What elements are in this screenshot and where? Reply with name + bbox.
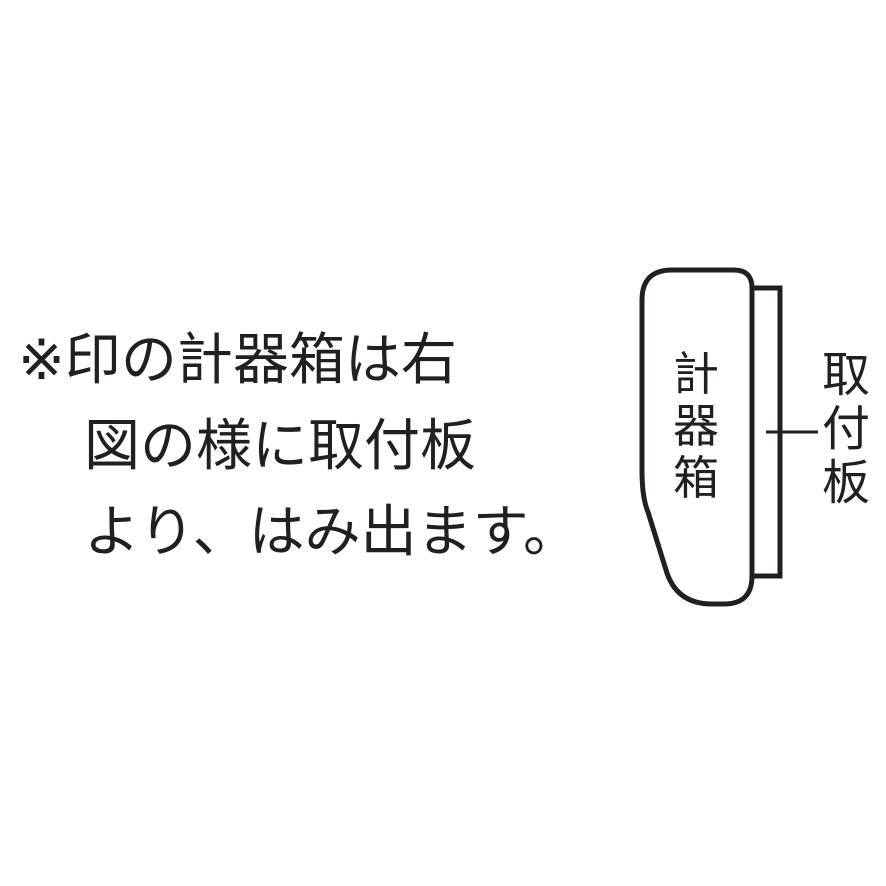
note-text: ※印の計器箱は右 図の様に取付板 より、はみ出ます。 xyxy=(18,318,618,576)
meter-box-label-char-1: 計 xyxy=(673,347,719,401)
mounting-plate-label-char-2: 付 xyxy=(821,401,870,457)
note-line-2: 図の様に取付板 xyxy=(84,414,476,479)
meter-box-label-char-3: 箱 xyxy=(673,451,719,505)
mounting-plate-label-char-3: 板 xyxy=(821,455,870,511)
note-line-1: ※印の計器箱は右 xyxy=(18,328,457,393)
meter-box-label: 計 器 箱 xyxy=(668,348,724,504)
meter-box-label-char-2: 器 xyxy=(673,399,719,453)
mounting-plate-label: 取 付 板 xyxy=(818,348,874,510)
note-line-3: より、はみ出ます。 xyxy=(84,500,580,565)
mounting-plate-label-char-1: 取 xyxy=(821,347,870,403)
meter-box-outline xyxy=(639,267,755,607)
